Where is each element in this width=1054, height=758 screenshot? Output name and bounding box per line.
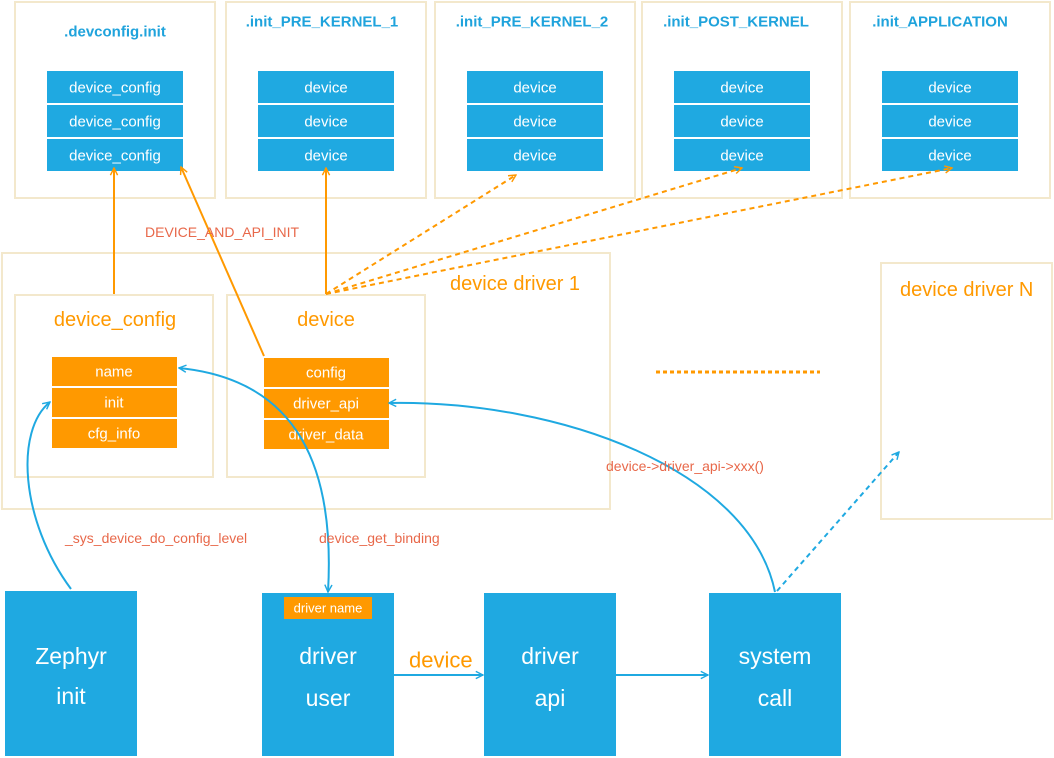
cell-label: device [304,148,347,165]
field-label: driver_api [293,396,359,413]
label-sys-device-do-config-level: _sys_device_do_config_level [64,530,247,546]
section-post-kernel: .init_POST_KERNEL device device device [641,1,843,199]
block-line: api [535,685,566,711]
section-frame [434,1,636,199]
section-cell [882,105,1018,137]
arrow-syscall-to-driver-n [776,452,899,592]
field-label: cfg_info [88,426,141,443]
cell-label: device [720,148,763,165]
field-label: init [104,395,124,412]
cell-label: device_config [69,148,161,165]
system-call-block: system call [709,593,841,756]
block-line: user [306,685,351,711]
arrow-device-to-devconfig [181,167,265,357]
section-title: .devconfig.init [64,24,166,41]
section-title: .init_APPLICATION [872,14,1008,31]
section-cell [258,105,394,137]
zephyr-init-block: Zephyr init [5,591,137,756]
arrow-device-to-post-kernel [325,168,742,295]
driver-frame [880,262,1053,520]
arrow-zephyr-to-init [26,402,72,590]
arrow-device-to-pre-kernel-2 [325,175,516,295]
section-cell [674,71,810,103]
cell-label: device [304,114,347,131]
cell-label: device [513,114,556,131]
block-rect [5,591,137,756]
arrow-user-to-name [179,368,329,592]
section-cell [882,71,1018,103]
block-rect [484,593,616,756]
block-line: driver [299,643,357,669]
driver-name-tag [284,597,372,619]
section-cell [258,139,394,171]
section-pre-kernel-2: .init_PRE_KERNEL_2 device device device [434,1,636,199]
driver-title: device driver N [900,279,1033,301]
label-device-flow: device [409,648,473,673]
driver-name-tag-label: driver name [294,601,363,616]
section-title: .init_PRE_KERNEL_2 [456,14,609,31]
field-cell [52,388,177,417]
field-label: name [95,364,133,381]
block-line: Zephyr [35,643,107,669]
cell-label: device [928,80,971,97]
label-driver-api-call: device->driver_api->xxx() [606,458,764,474]
arrow-device-to-application [325,168,952,295]
section-pre-kernel-1: .init_PRE_KERNEL_1 device device device [225,1,427,199]
cell-label: device [720,114,763,131]
section-cell [467,71,603,103]
label-device-and-api-init: DEVICE_AND_API_INIT [145,224,299,240]
section-cell [47,139,183,171]
block-line: driver [521,643,579,669]
struct-title: device [297,309,355,331]
section-title: .init_POST_KERNEL [663,14,809,31]
cell-label: device [513,80,556,97]
driver-title: device driver 1 [450,273,580,295]
cell-label: device [720,80,763,97]
field-cell [52,357,177,386]
device-struct: device config driver_api driver_data [226,294,426,478]
section-cell [674,139,810,171]
section-cell [467,105,603,137]
block-line: call [758,685,793,711]
block-line: system [739,643,812,669]
section-cell [258,71,394,103]
cell-label: device [304,80,347,97]
field-cell [52,419,177,448]
field-label: config [306,365,346,382]
section-cell [674,105,810,137]
cell-label: device [928,148,971,165]
section-cell [467,139,603,171]
block-line: init [56,683,86,709]
struct-title: device_config [54,309,176,331]
section-cell [47,71,183,103]
cell-label: device [513,148,556,165]
cell-label: device_config [69,80,161,97]
cell-label: device_config [69,114,161,131]
label-device-get-binding: device_get_binding [319,530,440,546]
section-frame [641,1,843,199]
device-driver-n: device driver N [880,262,1053,520]
section-cell [47,105,183,137]
cell-label: device [928,114,971,131]
block-rect [262,593,394,756]
block-rect [709,593,841,756]
device-config-struct: device_config name init cfg_info [14,294,214,478]
section-application: .init_APPLICATION device device device [849,1,1051,199]
driver-user-block: driver name driver user [262,593,394,756]
section-frame [849,1,1051,199]
device-driver-1: device driver 1 device_config name init … [1,252,611,510]
arrow-syscall-to-driver-api [389,403,776,593]
section-title: .init_PRE_KERNEL_1 [246,14,399,31]
section-devconfig-init: .devconfig.init device_config device_con… [14,1,216,199]
driver-api-block: driver api [484,593,616,756]
